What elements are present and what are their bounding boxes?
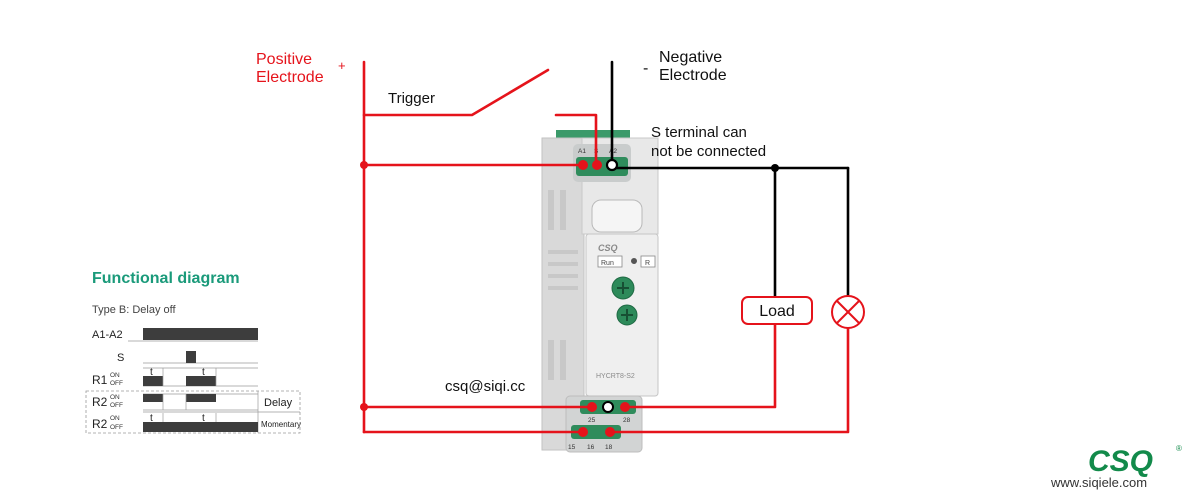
terminal-dot-28: [605, 427, 615, 437]
s-terminal-wire: [554, 113, 598, 162]
terminal-label-18: 18: [605, 444, 613, 451]
brand-logo: CSQ ® www.siqiele.com: [1050, 444, 1182, 490]
relay-module: A1 S A2 CSQ Run R HYCRT8-S2 25 28 15 16 …: [541, 130, 659, 453]
module-model: HYCRT8-S2: [596, 373, 635, 380]
time-range-dial: [611, 276, 635, 300]
registered-mark: ®: [1176, 444, 1182, 453]
r2-momentary-signal: [143, 422, 258, 432]
load-box: Load: [741, 296, 813, 325]
row-label-a1a2: A1-A2: [92, 329, 123, 341]
junction-dot: [771, 164, 779, 172]
trigger-switch-wire: [362, 68, 550, 117]
terminal-dot-s: [592, 160, 602, 170]
terminal-dot-15: [587, 402, 597, 412]
trigger-label: Trigger: [388, 90, 435, 107]
terminal-label-28: 28: [623, 417, 631, 424]
module-brand: CSQ: [598, 243, 618, 253]
r-indicator-box: [640, 255, 656, 268]
negative-label-line1: Negative: [659, 49, 722, 66]
r1-on-label: ON: [110, 372, 120, 379]
lamp-positive-wire: [613, 326, 850, 434]
terminal-dot-16: [602, 401, 614, 413]
r1-off-label: OFF: [110, 380, 123, 387]
website-label: www.siqiele.com: [1050, 475, 1147, 490]
r2-delay-signal: [186, 394, 216, 402]
terminal-label-25: 25: [588, 417, 596, 424]
r2-delay-on-label: ON: [110, 394, 120, 401]
time-adjust-dial: [616, 304, 638, 326]
r2-momentary-on-label: ON: [110, 415, 120, 422]
indicator-led: [631, 258, 637, 264]
positive-label-line1: Positive: [256, 51, 312, 68]
r2-time-label: t: [150, 413, 153, 424]
functional-diagram-title: Functional diagram: [92, 270, 240, 287]
row-label-s: S: [117, 352, 124, 364]
run-label: Run: [601, 260, 614, 267]
row-label-r2-delay: R2: [92, 395, 108, 409]
r2-delay-signal: [143, 394, 163, 402]
s-terminal-note-line1: S terminal can: [651, 124, 747, 141]
a1a2-signal: [143, 328, 258, 340]
terminal-label-a1: A1: [578, 148, 586, 155]
s-pulse: [186, 351, 196, 363]
functional-diagram-subtitle: Type B: Delay off: [92, 304, 177, 316]
negative-label-line2: Electrode: [659, 67, 727, 84]
lamp-icon: [831, 295, 865, 329]
r-label: R: [645, 260, 650, 267]
r1-signal: [143, 376, 163, 386]
side-ribs: [548, 190, 578, 380]
momentary-label: Momentary: [261, 420, 301, 429]
csq-logo: CSQ: [1088, 445, 1153, 478]
s-terminal-note-line2: not be connected: [651, 143, 766, 160]
email-label: csq@siqi.cc: [445, 378, 526, 395]
terminal-label-15: 15: [568, 444, 576, 451]
delay-label: Delay: [264, 397, 293, 409]
top-terminal-tab: [556, 130, 630, 140]
terminal-dot-25: [578, 427, 588, 437]
terminal-dot-a1: [578, 160, 588, 170]
load-label: Load: [759, 303, 795, 320]
row-label-r1: R1: [92, 373, 108, 387]
wires: [360, 60, 850, 437]
positive-sign: +: [338, 58, 346, 73]
r2-delay-off-label: OFF: [110, 402, 123, 409]
r1-time-label: t: [150, 367, 153, 378]
junction-dot: [360, 403, 368, 411]
r1-signal: [186, 376, 216, 386]
terminal-dot-a2: [605, 158, 619, 172]
functional-diagram: Functional diagram Type B: Delay off A1-…: [85, 270, 301, 434]
negative-sign: -: [643, 60, 648, 77]
module-window: [591, 199, 643, 233]
run-indicator-box: [597, 255, 623, 268]
load-positive-wire: [628, 322, 777, 409]
terminal-dot-18: [620, 402, 630, 412]
r1-time-label: t: [202, 367, 205, 378]
r2-momentary-off-label: OFF: [110, 424, 123, 431]
terminal-label-16: 16: [587, 444, 595, 451]
junction-dot: [360, 161, 368, 169]
row-label-r2-momentary: R2: [92, 417, 108, 431]
r2-time-label: t: [202, 413, 205, 424]
positive-label-line2: Electrode: [256, 69, 324, 86]
